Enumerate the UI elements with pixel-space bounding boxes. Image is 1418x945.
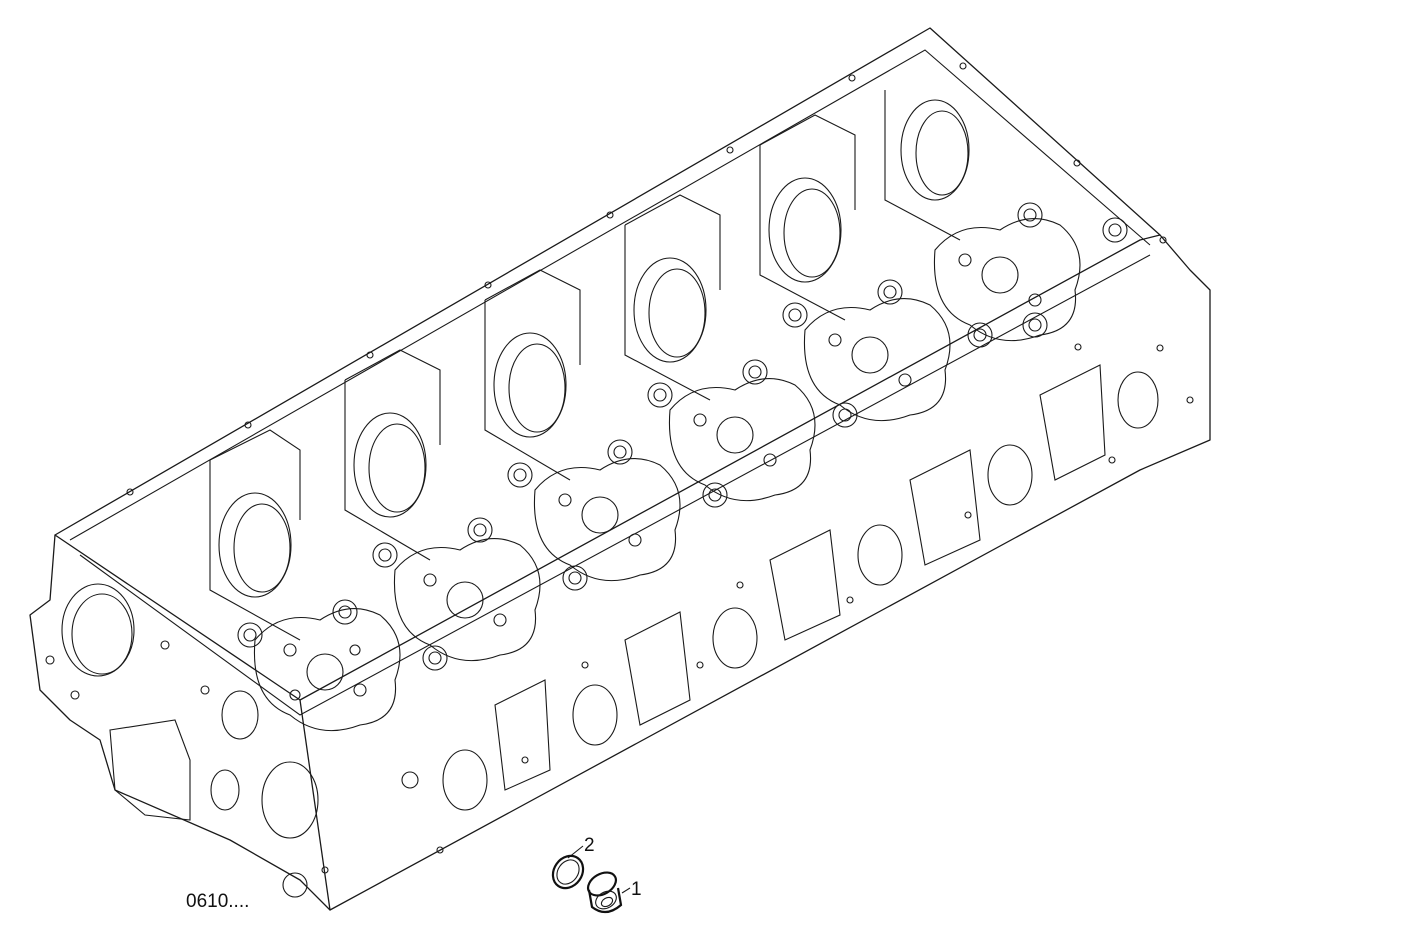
front-face-ports: [401, 364, 1159, 811]
sealing-ring-part: [551, 854, 585, 890]
cylinder-head-drawing: [29, 27, 1211, 911]
left-end-face: [45, 583, 319, 898]
camshaft-bays: [209, 90, 970, 641]
callout-label-1: 1: [631, 879, 642, 900]
bolt-bosses: [237, 202, 1128, 671]
screw-plug-part: [586, 871, 623, 914]
rim-holes: [126, 62, 1194, 874]
callout-1-group: 1: [586, 871, 642, 914]
drawing-code: 0610....: [186, 891, 249, 912]
valve-seat-plates: [253, 218, 1081, 732]
callout-2-group: 2: [551, 835, 595, 890]
callout-label-2: 2: [584, 835, 595, 856]
